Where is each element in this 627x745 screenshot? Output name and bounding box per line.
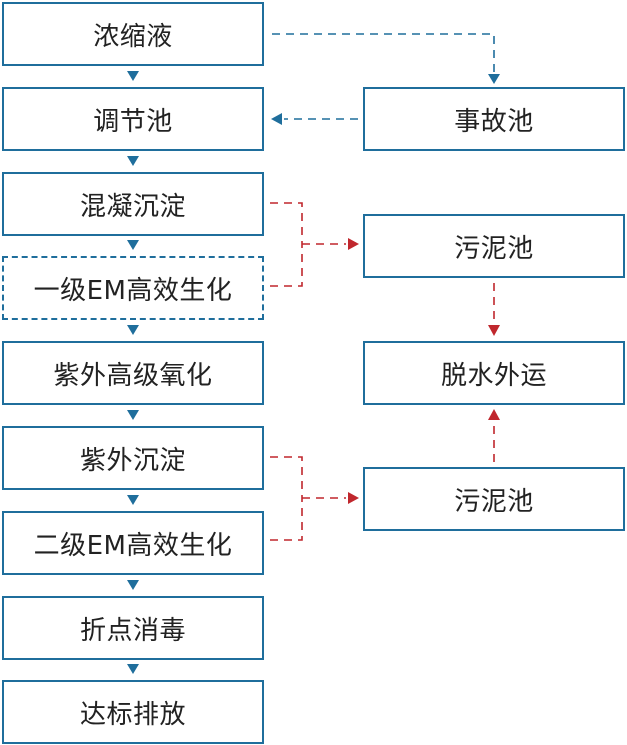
node-label: 脱水外运 xyxy=(440,360,547,391)
node-concentrate: 浓缩液 xyxy=(2,2,264,66)
node-label: 混凝沉淀 xyxy=(79,191,186,222)
sludge-arrowhead-dewatering-from-bottom xyxy=(488,409,500,420)
sludge-line-coagulation xyxy=(270,202,303,244)
flow-arrow-uv-oxidation-to-uv-sedimentation xyxy=(127,410,139,420)
flow-arrow-concentrate-to-regulating xyxy=(127,71,139,81)
sludge-line-uv-sedimentation xyxy=(270,456,303,498)
node-label: 紫外高级氧化 xyxy=(53,360,213,391)
node-dewatering-transport: 脱水外运 xyxy=(363,341,625,405)
node-label: 二级EM高效生化 xyxy=(33,530,233,561)
sludge-arrowhead-lower-sludge-tank xyxy=(348,492,359,504)
node-uv-advanced-oxidation: 紫外高级氧化 xyxy=(2,341,264,405)
sludge-line-primary-em xyxy=(270,244,303,287)
node-label: 紫外沉淀 xyxy=(79,445,186,476)
node-sludge-tank-upper: 污泥池 xyxy=(363,214,625,278)
node-primary-em-biochem: 一级EM高效生化 xyxy=(2,256,264,320)
node-label: 浓缩液 xyxy=(93,21,173,52)
node-label: 调节池 xyxy=(93,106,173,137)
node-accident-tank: 事故池 xyxy=(363,87,625,151)
node-breakpoint-disinfection: 折点消毒 xyxy=(2,596,264,660)
node-regulating-tank: 调节池 xyxy=(2,87,264,151)
flow-arrow-uv-sedimentation-to-secondary-em xyxy=(127,495,139,505)
flow-arrow-disinfection-to-discharge xyxy=(127,664,139,674)
node-label: 达标排放 xyxy=(79,699,186,730)
node-coagulation-sedimentation: 混凝沉淀 xyxy=(2,172,264,236)
flow-arrow-primary-em-to-uv-oxidation xyxy=(127,325,139,335)
node-compliant-discharge: 达标排放 xyxy=(2,680,264,744)
node-label: 污泥池 xyxy=(454,486,534,517)
node-secondary-em-biochem: 二级EM高效生化 xyxy=(2,511,264,575)
return-arrowhead-regulating xyxy=(271,113,282,125)
sludge-line-secondary-em xyxy=(270,498,303,541)
node-sludge-tank-lower: 污泥池 xyxy=(363,467,625,531)
node-label: 污泥池 xyxy=(454,233,534,264)
node-label: 事故池 xyxy=(454,106,534,137)
flow-arrow-coagulation-to-primary-em xyxy=(127,240,139,250)
overflow-arrowhead-accident-tank xyxy=(488,74,500,84)
sludge-arrowhead-upper-sludge-tank xyxy=(348,238,359,250)
overflow-line-concentrate-to-accident-tank xyxy=(272,33,495,74)
node-label: 一级EM高效生化 xyxy=(33,275,233,306)
sludge-arrowhead-dewatering-from-top xyxy=(488,325,500,336)
flow-arrow-regulating-to-coagulation xyxy=(127,156,139,166)
node-uv-sedimentation: 紫外沉淀 xyxy=(2,426,264,490)
node-label: 折点消毒 xyxy=(79,615,186,646)
flow-arrow-secondary-em-to-disinfection xyxy=(127,580,139,590)
